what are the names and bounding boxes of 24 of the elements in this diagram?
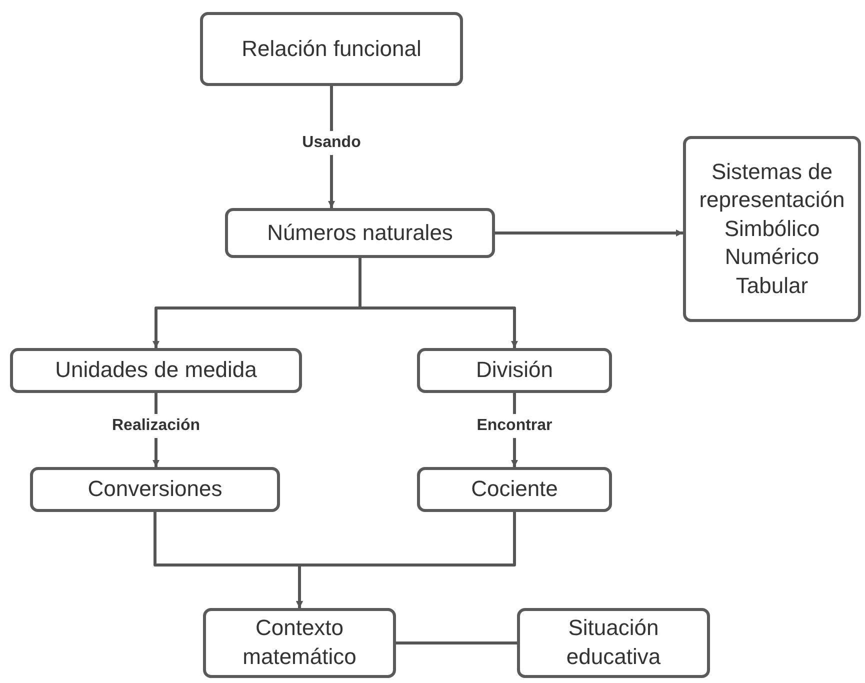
- box-text: Sistemas de representación: [698, 158, 846, 214]
- arrow: [495, 230, 683, 236]
- box-text: Unidades de medida: [55, 356, 257, 384]
- box-text: División: [476, 356, 554, 384]
- process-box: [417, 467, 612, 512]
- box-text: Situación educativa: [565, 614, 662, 671]
- process-box: [683, 136, 861, 322]
- process-box: [225, 208, 495, 258]
- process-box: [200, 12, 463, 86]
- box-text: Números naturales: [267, 218, 453, 247]
- process-box: [10, 348, 302, 393]
- arrow: [296, 512, 516, 608]
- process-box: [417, 348, 612, 393]
- box-text: Conversiones: [88, 475, 222, 504]
- box-text: Tabular: [736, 272, 808, 300]
- box-text: Simbólico: [724, 214, 820, 243]
- connector-line: [396, 642, 517, 644]
- box-text: Relación funcional: [242, 34, 422, 63]
- process-box: [517, 608, 710, 678]
- box-text: Numérico: [724, 243, 820, 272]
- process-box: [203, 608, 396, 678]
- process-box: [30, 467, 280, 512]
- box-text: Cociente: [471, 475, 558, 504]
- box-text: Contexto matemático: [242, 614, 358, 671]
